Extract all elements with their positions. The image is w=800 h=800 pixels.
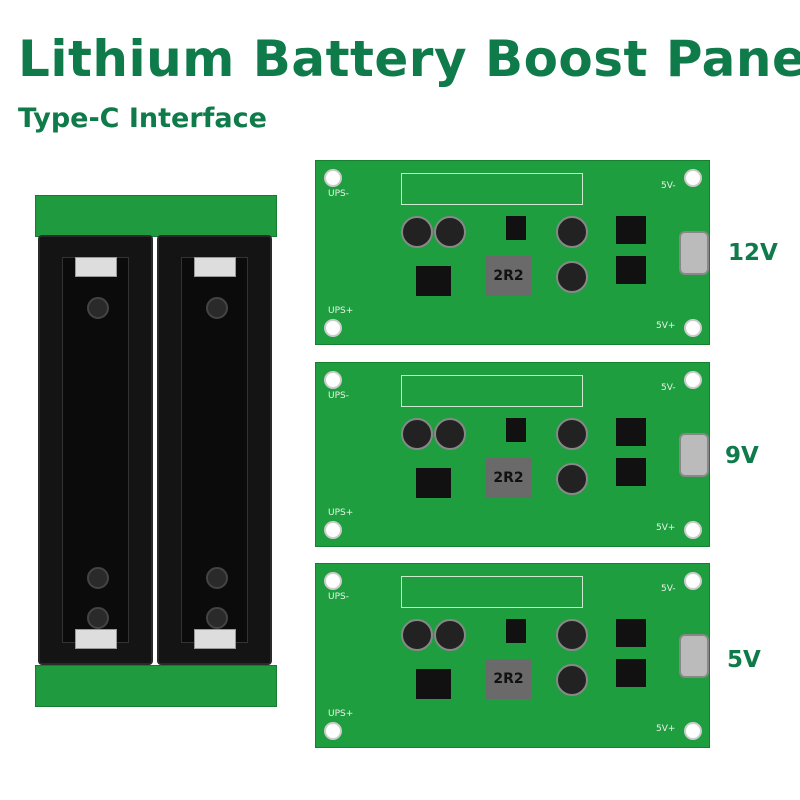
pin-label: 5V+ <box>656 321 676 331</box>
boost-board-5v: UPS- UPS+ 5V- 5V+ 2R2 <box>315 563 710 748</box>
product-title: Lithium Battery Boost Panel <box>18 30 800 88</box>
inductor: 2R2 <box>486 659 531 699</box>
boost-board-9v: UPS- UPS+ 5V- 5V+ 2R2 <box>315 362 710 547</box>
pin-label: UPS- <box>328 592 349 602</box>
pin-label: 5V- <box>661 383 676 393</box>
dual-18650-battery-holder <box>35 195 277 707</box>
pin-label: 5V- <box>661 584 676 594</box>
pin-label: 5V- <box>661 181 676 191</box>
battery-slot-right <box>157 235 272 665</box>
voltage-label: 12V <box>728 240 778 266</box>
usb-c-port <box>679 433 709 477</box>
pin-label: UPS- <box>328 189 349 199</box>
product-subtitle: Type-C Interface <box>18 103 267 134</box>
usb-c-port <box>679 231 709 275</box>
voltage-label: 5V <box>727 647 761 673</box>
pin-label: 5V+ <box>656 523 676 533</box>
pin-label: 5V+ <box>656 724 676 734</box>
holder-pcb-bottom <box>35 665 277 707</box>
battery-slot-left <box>38 235 153 665</box>
pin-label: UPS+ <box>328 306 354 316</box>
pin-label: UPS+ <box>328 508 354 518</box>
holder-pcb-top <box>35 195 277 237</box>
usb-c-port <box>679 634 709 678</box>
pin-label: UPS+ <box>328 709 354 719</box>
inductor: 2R2 <box>486 458 531 498</box>
boost-board-12v: UPS- UPS+ 5V- 5V+ 2R2 <box>315 160 710 345</box>
pin-label: UPS- <box>328 391 349 401</box>
inductor: 2R2 <box>486 256 531 296</box>
voltage-label: 9V <box>725 443 759 469</box>
